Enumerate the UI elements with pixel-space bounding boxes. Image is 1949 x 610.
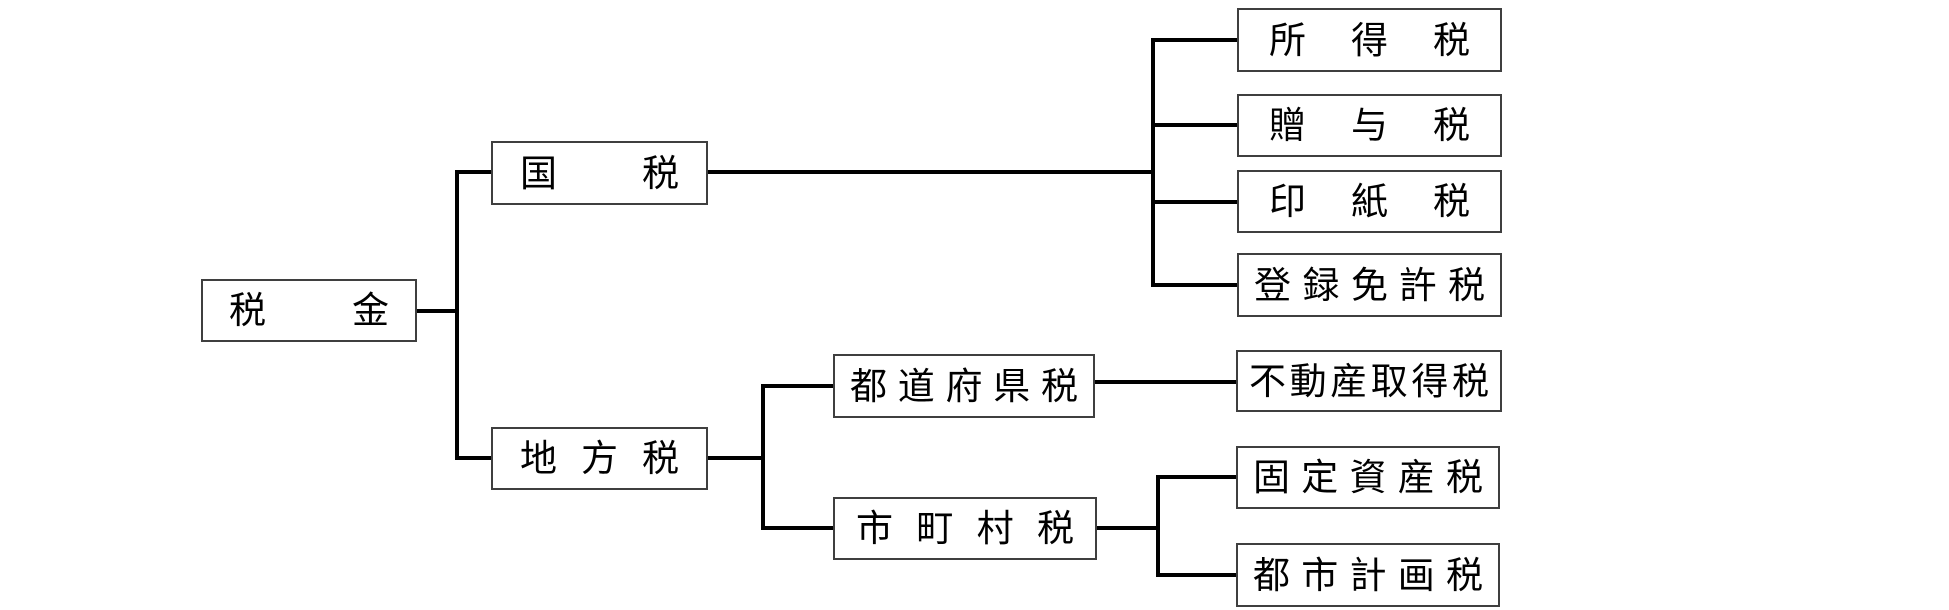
node-zoyozei-label: 贈与税 — [1269, 105, 1470, 146]
node-shichosonzei: 市町村税 — [833, 497, 1097, 560]
node-torokumenkyozei-label: 登録免許税 — [1254, 264, 1485, 306]
connector-level1-vertical — [455, 170, 459, 460]
connector-fudosan-line — [1095, 380, 1236, 384]
node-zeikin-label: 税金 — [229, 290, 389, 331]
node-shotokuzei: 所得税 — [1237, 8, 1502, 72]
connector-municipal-vertical — [1156, 475, 1160, 577]
node-zeikin: 税金 — [201, 279, 417, 342]
node-kokuzei-label: 国税 — [520, 152, 679, 194]
connector-national-vertical — [1151, 38, 1155, 287]
connector-shotokuzei-stub — [1151, 38, 1237, 42]
connector-zeikin-stub — [417, 309, 457, 313]
connector-local-vertical — [761, 384, 765, 530]
connector-kokuzei-branch — [455, 170, 491, 174]
node-fudosanshutokuzei-label: 不動産取得税 — [1249, 360, 1489, 402]
connector-chihozei-branch — [455, 456, 491, 460]
node-zoyozei: 贈与税 — [1237, 94, 1502, 157]
node-koteishisanzei-label: 固定資産税 — [1253, 457, 1483, 498]
connector-shichosonzei-branch — [761, 526, 833, 530]
node-chihozei: 地方税 — [491, 427, 708, 490]
connector-kokuzei-trunk — [708, 170, 1155, 174]
node-kokuzei: 国税 — [491, 141, 708, 205]
node-shotokuzei-label: 所得税 — [1269, 19, 1470, 61]
connector-koteishisanzei-stub — [1156, 475, 1236, 479]
connector-chihozei-stub — [708, 456, 765, 460]
node-torokumenkyozei: 登録免許税 — [1237, 253, 1502, 317]
connector-toshikeikakuzei-stub — [1156, 573, 1236, 577]
node-fudosanshutokuzei: 不動産取得税 — [1236, 350, 1502, 412]
connector-shichosonzei-stub — [1097, 526, 1160, 530]
node-todofukenzei: 都道府県税 — [833, 354, 1095, 418]
node-shichosonzei-label: 市町村税 — [856, 508, 1074, 549]
node-toshikeikakuzei: 都市計画税 — [1236, 543, 1500, 607]
connector-todofukenzei-branch — [761, 384, 833, 388]
node-koteishisanzei: 固定資産税 — [1236, 446, 1500, 509]
node-todofukenzei-label: 都道府県税 — [850, 365, 1078, 407]
node-inshizei-label: 印紙税 — [1269, 181, 1470, 222]
connector-zoyozei-stub — [1151, 123, 1237, 127]
node-chihozei-label: 地方税 — [520, 438, 679, 479]
connector-inshizei-stub — [1151, 200, 1237, 204]
node-toshikeikakuzei-label: 都市計画税 — [1253, 554, 1483, 596]
node-inshizei: 印紙税 — [1237, 170, 1502, 233]
connector-torokumenkyozei-stub — [1151, 283, 1237, 287]
